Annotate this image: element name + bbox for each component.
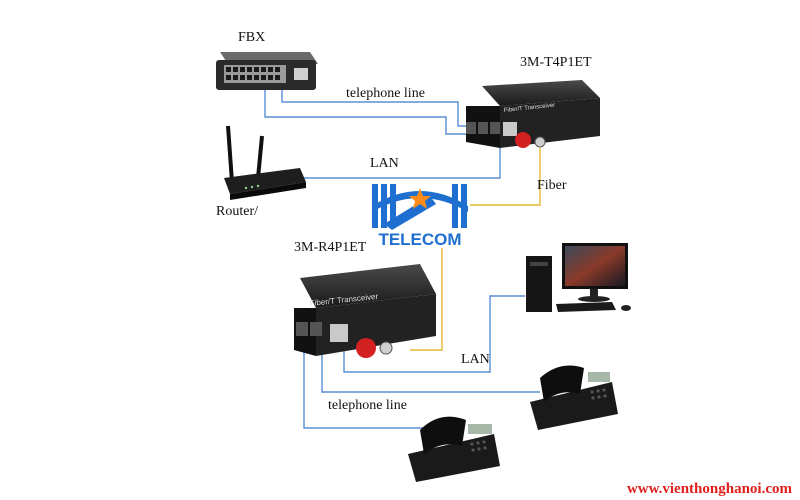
logo-text: TELECOM [378, 230, 461, 249]
fiber-label: Fiber [537, 178, 567, 193]
lan-bottom-label: LAN [461, 352, 490, 367]
lan-line-pc [343, 295, 525, 373]
lan-top-label: LAN [370, 156, 399, 171]
telephone-line-bottom-label: telephone line [328, 398, 407, 413]
transmitter-device: Fiber/T Transceiver [466, 80, 600, 148]
telephone-line-phone-1 [321, 344, 540, 393]
connection-lines [263, 88, 541, 429]
phone-device-2 [408, 416, 500, 482]
transmitter-brand-text: Fiber/T Transceiver [504, 103, 556, 114]
telecom-logo: TELECOM [372, 184, 468, 249]
pc-device [526, 243, 631, 312]
telephone-line-fbx-2 [264, 88, 478, 135]
fiber-line-bottom [410, 248, 443, 351]
receiver-device: Fiber/T Transceiver [294, 264, 436, 358]
telephone-line-fbx-1 [281, 88, 470, 127]
fbx-label: FBX [238, 30, 266, 45]
lan-line-router [263, 140, 501, 179]
fbx-device [216, 52, 318, 90]
telephone-line-phone-2 [303, 344, 440, 429]
phone-device-1 [530, 365, 618, 430]
router-label: Router/ [216, 204, 258, 219]
fiber-line-top [470, 148, 541, 206]
router-device [224, 125, 306, 200]
transmitter-label: 3M-T4P1ET [520, 55, 592, 70]
telephone-line-top-label: telephone line [346, 86, 425, 101]
receiver-label: 3M-R4P1ET [294, 240, 367, 255]
website-watermark: www.vienthonghanoi.com [626, 481, 792, 497]
